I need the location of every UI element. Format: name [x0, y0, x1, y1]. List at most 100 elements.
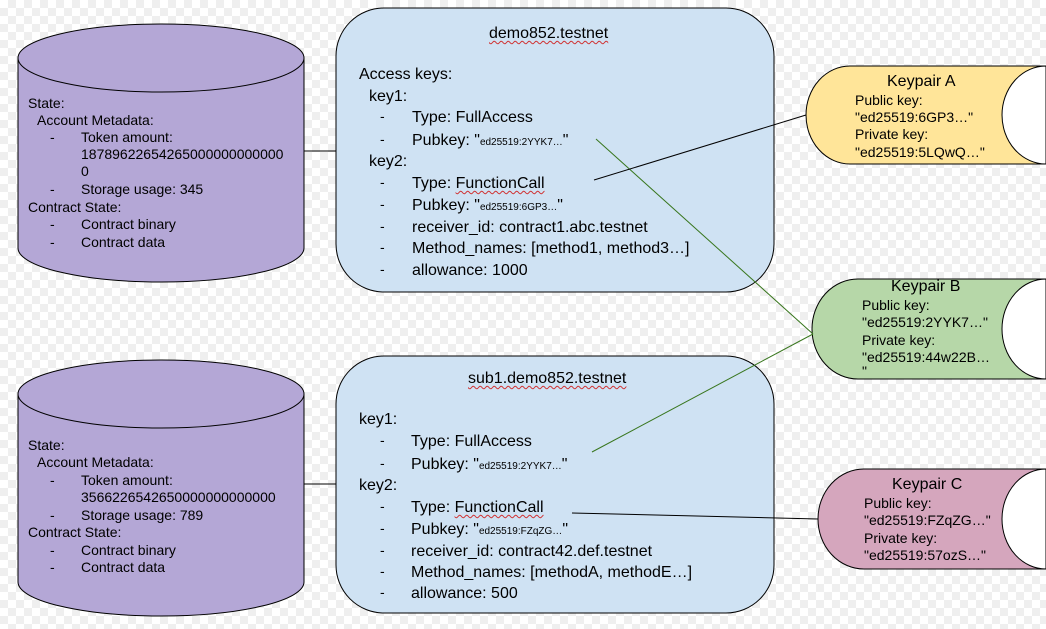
- state2-token-value: 3566226542650000000000000: [81, 489, 276, 505]
- account2-key2-pubkey-label: Pubkey: ": [411, 521, 479, 538]
- state1-token-value-cont: 0: [81, 163, 89, 179]
- account1-allowance-dash: -: [380, 261, 385, 277]
- account2-key1-type: Type: FullAccess: [411, 433, 532, 450]
- state2-state-label: State:: [28, 437, 65, 453]
- account1-methods-dash: -: [380, 239, 385, 255]
- account2-receiver-dash: -: [380, 542, 385, 558]
- account1-key2-type-dash: -: [380, 174, 385, 190]
- state1-token-dash: -: [50, 129, 55, 145]
- state1-storage: Storage usage: 345: [81, 181, 204, 197]
- state2-contract-data: Contract data: [81, 559, 166, 575]
- keypair-a-public-value: "ed25519:6GP3…": [855, 109, 974, 125]
- account1-name: demo852.testnet: [489, 25, 609, 42]
- account1-receiver: contract1.abc.testnet: [499, 219, 648, 236]
- account2-methods: methodA, methodE…]: [534, 564, 693, 581]
- account1-key2-type: FunctionCall: [455, 175, 545, 192]
- account2-methods-line: Method_names: [methodA, methodE…]: [411, 563, 692, 582]
- account2-key1-pubkey-label: Pubkey: ": [411, 456, 479, 473]
- account2-key1-label: key1:: [359, 411, 398, 428]
- state2-storage-dash: -: [50, 507, 55, 523]
- account1-key1-type-dash: -: [380, 108, 385, 124]
- account1-key2-pubkey-line: Pubkey: "ed25519:6GP3…": [412, 196, 563, 217]
- keypair-b-private-value: "ed25519:44w22B…: [862, 349, 990, 365]
- account1-receiver-line: receiver_id: contract1.abc.testnet: [412, 218, 648, 237]
- account1-key1-pubkey-quote: ": [562, 132, 569, 149]
- account1-key1-pubkey-line: Pubkey: "ed25519:2YYK7…": [412, 131, 568, 152]
- keypair-a-private-label: Private key:: [855, 126, 929, 142]
- keypair-b-private-value-tail: ": [862, 363, 867, 379]
- account1-key2-pubkey-label: Pubkey: ": [412, 197, 480, 214]
- account1-methods: method1, method3…]: [535, 240, 690, 257]
- state1-storage-dash: -: [50, 181, 55, 197]
- keypair-c-public-label: Public key:: [864, 495, 932, 511]
- account1-key2-label: key2:: [369, 153, 408, 170]
- state1-metadata-label: Account Metadata:: [37, 112, 154, 128]
- state1-contract-binary: Contract binary: [81, 216, 176, 232]
- account2-allowance-dash: -: [380, 584, 385, 600]
- state-cylinder-1: [17, 23, 305, 283]
- state2-token-label: Token amount:: [81, 472, 173, 488]
- account2-key2-type-dash: -: [380, 498, 385, 514]
- account2-key2-type-prefix: Type:: [411, 499, 455, 516]
- state1-binary-dash: -: [50, 216, 55, 232]
- keypair-c-shape: [817, 468, 1046, 570]
- state2-metadata-label: Account Metadata:: [37, 454, 154, 470]
- link-demo852-key2-to-keypair-a: [593, 114, 807, 181]
- account2-key1-pubkey-quote: ": [561, 456, 568, 473]
- state1-state-label: State:: [28, 95, 65, 111]
- account2-key2-pubkey-dash: -: [380, 520, 385, 536]
- account1-title: demo852.testnet: [489, 24, 608, 43]
- account-box-sub1: [335, 355, 775, 614]
- account2-key1-pubkey-line: Pubkey: "ed25519:2YYK7…": [411, 455, 567, 476]
- account2-methods-dash: -: [380, 563, 385, 579]
- state2-contract-binary: Contract binary: [81, 542, 176, 558]
- state1-contract-data: Contract data: [81, 234, 166, 250]
- state2-contract-state-label: Contract State:: [28, 524, 122, 540]
- state2-binary-dash: -: [50, 542, 55, 558]
- account2-title: sub1.demo852.testnet: [468, 369, 626, 388]
- account2-key1-type-dash: -: [380, 432, 385, 448]
- keypair-c-public-value: "ed25519:FZqZG…": [864, 512, 991, 528]
- account1-methods-line: Method_names: [method1, method3…]: [412, 239, 690, 258]
- account2-key1-pubkey-value: ed25519:2YYK7…: [478, 461, 562, 472]
- account1-allowance: allowance: 1000: [412, 262, 528, 279]
- account1-key2-type-line: Type: FunctionCall: [412, 174, 545, 193]
- account2-allowance: allowance: 500: [411, 585, 518, 602]
- state1-contract-state-label: Contract State:: [28, 199, 122, 215]
- keypair-b-title: Keypair B: [891, 278, 961, 295]
- keypair-b-shape: [811, 278, 1046, 380]
- link-sub1-key1-to-keypair-b: [591, 333, 814, 453]
- state-cylinder-2: [17, 359, 305, 617]
- account1-key1-type: Type: FullAccess: [412, 109, 533, 126]
- account2-key1-pubkey-dash: -: [380, 455, 385, 471]
- account2-methods-prefix: Method_names: [: [411, 564, 535, 581]
- state2-token-dash: -: [50, 472, 55, 488]
- account1-access-keys-label: Access keys:: [359, 66, 453, 83]
- account2-receiver: contract42.def.testnet: [498, 543, 653, 560]
- account1-receiver-dash: -: [380, 218, 385, 234]
- link-sub1-key2-to-keypair-c: [571, 512, 819, 520]
- state2-storage: Storage usage: 789: [81, 507, 204, 523]
- keypair-b-public-label: Public key:: [862, 297, 930, 313]
- account1-key2-type-prefix: Type:: [412, 175, 456, 192]
- state2-data-dash: -: [50, 559, 55, 575]
- account2-name: sub1.demo852.testnet: [468, 370, 627, 387]
- account2-key2-pubkey-quote: ": [562, 521, 568, 538]
- account1-key1-label: key1:: [369, 88, 408, 105]
- account1-key2-pubkey-quote: ": [557, 197, 563, 214]
- account1-key1-pubkey-label: Pubkey: ": [412, 132, 480, 149]
- state1-data-dash: -: [50, 234, 55, 250]
- keypair-c-private-value: "ed25519:57ozS…": [864, 547, 987, 563]
- account1-methods-prefix: Method_names: [: [412, 240, 536, 257]
- account2-receiver-line: receiver_id: contract42.def.testnet: [411, 542, 652, 561]
- account2-key2-pubkey-line: Pubkey: "ed25519:FZqZG…": [411, 520, 568, 541]
- account1-key1-pubkey-value: ed25519:2YYK7…: [479, 137, 563, 148]
- keypair-a-private-value: "ed25519:5LQwQ…": [855, 144, 985, 160]
- keypair-a-shape: [805, 65, 1046, 165]
- keypair-a-title: Keypair A: [887, 73, 956, 90]
- account1-key1-pubkey-dash: -: [380, 131, 385, 147]
- link-demo852-key1-to-keypair-b: [595, 138, 814, 335]
- state1-token-label: Token amount:: [81, 129, 173, 145]
- keypair-a-public-label: Public key:: [855, 92, 923, 108]
